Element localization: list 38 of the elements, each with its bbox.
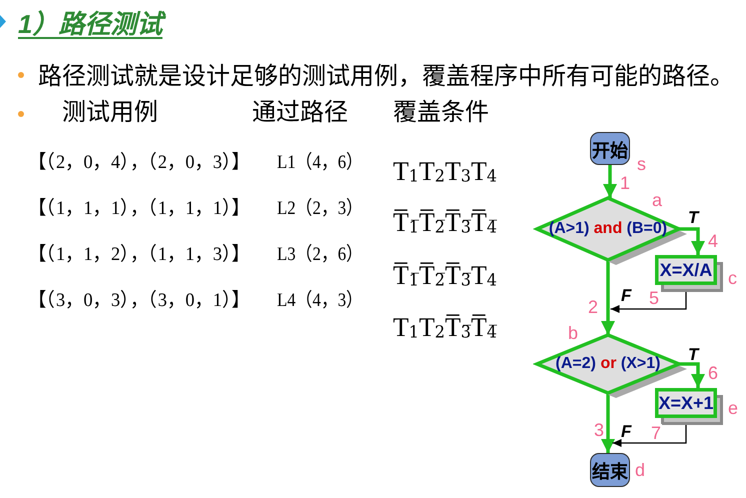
arrow [679, 227, 705, 255]
path-number: 4 [707, 232, 720, 250]
test-case-text: 【（3，0，3），（3，0，1）】 [28, 290, 250, 310]
branch-label: F [621, 286, 632, 304]
column-heading: 覆盖条件 [393, 101, 489, 125]
test-case-text: 【（1，1，2），（1，1，3）】 [28, 244, 250, 264]
coverage-condition: T$_{1}$T$_{2}$T$_{3}$T$_{4}$ [393, 158, 497, 184]
intro-sentence: 路径测试就是设计足够的测试用例，覆盖程序中所有可能的路径。 [38, 65, 734, 89]
path-number: 3 [593, 421, 606, 439]
arrow [601, 260, 615, 335]
test-case-text: 【（1，1，1），（1，1，1）】 [28, 198, 250, 218]
coverage-condition: T̅$_{1̅}$T̅$_{2̅}$T̅$_{3̅}$T$_{4}$ [393, 262, 497, 288]
path-number: 6 [707, 364, 720, 382]
branch-label: T [688, 346, 698, 362]
path-text: L3（2，6） [277, 244, 363, 264]
node-letter: b [567, 324, 580, 342]
column-heading: 测试用例 [62, 101, 158, 125]
coverage-condition: T̅$_{1̅}$T̅$_{2̅}$T̅$_{3̅}$T̅$_{4̅}$ [393, 208, 497, 236]
path-text: L2（2，3） [277, 198, 363, 218]
node-letter: d [634, 461, 646, 479]
arrow [610, 292, 687, 313]
arrow [603, 165, 617, 198]
coverage-condition: T$_{1}$T$_{2}$T̅$_{3̅}$T̅$_{4̅}$ [393, 314, 497, 340]
path-number: 5 [648, 289, 660, 307]
arrow [612, 425, 687, 447]
arrow [679, 362, 705, 388]
column-heading: 通过路径 [252, 101, 348, 125]
path-number: 7 [650, 424, 662, 442]
path-text: L1（4，6） [277, 152, 363, 172]
branch-label: T [688, 208, 698, 226]
path-text: L4（4，3） [277, 290, 363, 310]
branch-label: F [621, 422, 632, 440]
path-number: 2 [587, 298, 600, 316]
arrow [601, 393, 615, 453]
terminal-box: 结束 [590, 453, 630, 487]
terminal-box: 开始 [590, 132, 630, 165]
path-number: 1 [619, 174, 632, 192]
test-case-text: 【（2，0，4），（2，0，3）】 [28, 152, 250, 172]
